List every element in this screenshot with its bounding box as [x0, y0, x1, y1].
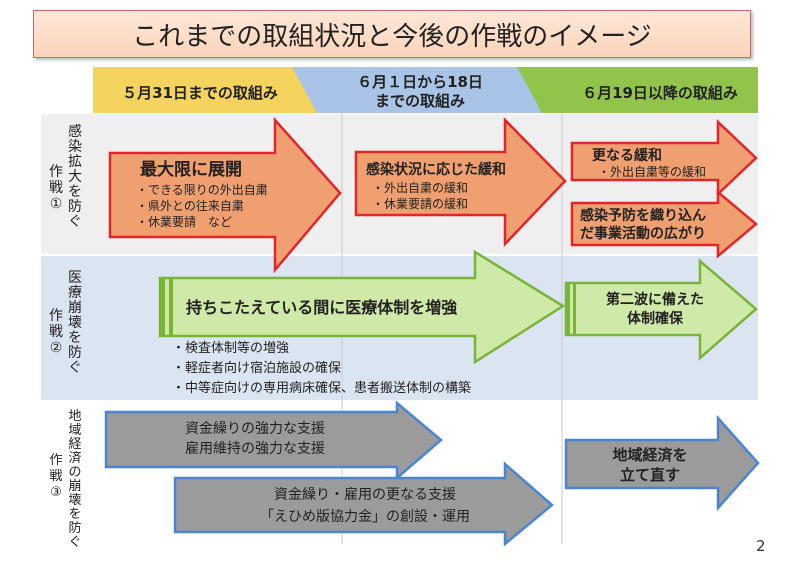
- row-3-label: 地 域 経 済 の 崩 壊 を 防 ぐ 作 戦 ③: [49, 409, 81, 550]
- arrow-further-relaxation-item-1: ・外出自粛等の緩和: [598, 165, 706, 179]
- svg-text:を: を: [68, 507, 81, 522]
- svg-text:防: 防: [68, 520, 81, 536]
- arrow-max-deployment-title: 最大限に展開: [140, 159, 242, 180]
- arrow-rebuild-economy-line-1: 地域経済を: [612, 446, 687, 464]
- arrow-max-deployment-item-2: ・県外との往来自粛: [136, 198, 244, 213]
- arrow-further-relaxation-title: 更なる緩和: [592, 147, 662, 164]
- arrow-further-support: [173, 461, 554, 547]
- svg-text:感: 感: [68, 123, 82, 140]
- arrow-second-wave-stripe-1: [567, 284, 570, 334]
- arrow-strong-support-line-2: 雇用維持の強力な支援: [185, 440, 325, 457]
- arrow-relaxation-item-1: ・外出自粛の緩和: [372, 181, 468, 195]
- svg-text:を: を: [68, 184, 82, 200]
- arrow-medical-reinforcement: [158, 249, 566, 365]
- svg-text:域: 域: [68, 423, 81, 438]
- phase-1-label: ５月31日までの取組み: [122, 84, 278, 102]
- svg-text:戦: 戦: [49, 469, 62, 484]
- phase-3-label: ６月19日以降の取組み: [582, 84, 738, 102]
- svg-text:壊: 壊: [68, 493, 81, 508]
- arrow-infection-prevention-line-1: 感染予防を織り込ん: [580, 207, 706, 224]
- page-number: 2: [756, 537, 766, 555]
- svg-text:崩: 崩: [68, 479, 81, 494]
- svg-text:を: を: [68, 330, 82, 346]
- svg-text:作: 作: [49, 164, 63, 180]
- arrow-medical-stripe-2: [169, 279, 173, 335]
- slide-title: これまでの取組状況と今後の作戦のイメージ: [33, 10, 751, 58]
- svg-text:崩: 崩: [68, 300, 82, 316]
- arrow-second-wave-line-1: 第二波に備えた: [606, 291, 704, 308]
- arrow-medical-stripe-1: [161, 279, 165, 335]
- svg-text:済: 済: [68, 450, 81, 466]
- phase-2-label-line-1: ６月１日から18日: [357, 73, 483, 91]
- svg-text:防: 防: [68, 199, 82, 215]
- arrow-strong-support: [104, 400, 443, 481]
- svg-text:①: ①: [50, 196, 63, 212]
- svg-text:②: ②: [50, 340, 63, 356]
- arrow-further-support-line-2: 「えひめ版協力金」の創設・運用: [260, 509, 470, 525]
- phase-1-header: [93, 67, 335, 113]
- phase-3-header: [517, 67, 758, 113]
- arrow-relaxation: [354, 116, 567, 248]
- medical-note-1: ・検査体制等の増強: [172, 340, 289, 356]
- svg-text:地: 地: [68, 409, 81, 424]
- svg-text:染: 染: [68, 139, 82, 155]
- arrow-max-deployment-item-3: ・休業要請 など: [136, 215, 232, 229]
- svg-text:戦: 戦: [49, 180, 63, 196]
- svg-text:経: 経: [68, 437, 81, 452]
- arrow-second-wave: [564, 258, 758, 361]
- svg-text:医: 医: [68, 270, 82, 286]
- arrow-rebuild-economy-line-2: 立て直す: [620, 466, 680, 484]
- arrow-relaxation-title: 感染状況に応じた緩和: [366, 161, 506, 178]
- svg-text:壊: 壊: [68, 315, 82, 331]
- row-1-label: 感 染 拡 大 を 防 ぐ 作 戦 ①: [49, 123, 82, 230]
- svg-text:拡: 拡: [68, 154, 82, 170]
- arrow-strong-support-line-1: 資金繰りの強力な支援: [185, 421, 325, 437]
- svg-text:作: 作: [49, 453, 62, 468]
- arrow-max-deployment-item-1: ・できる限りの外出自粛: [136, 183, 268, 197]
- svg-text:戦: 戦: [49, 324, 63, 340]
- svg-text:防: 防: [68, 345, 82, 361]
- svg-text:療: 療: [68, 284, 82, 301]
- svg-text:ぐ: ぐ: [68, 360, 82, 376]
- arrow-second-wave-line-2: 体制確保: [627, 310, 684, 327]
- arrow-rebuild-economy: [564, 414, 760, 512]
- svg-text:大: 大: [68, 169, 82, 185]
- svg-text:ぐ: ぐ: [68, 535, 81, 550]
- svg-text:③: ③: [50, 485, 62, 500]
- arrow-further-support-line-1: 資金繰り・雇用の更なる支援: [274, 486, 456, 503]
- medical-note-2: ・軽症者向け宿泊施設の確保: [172, 360, 341, 376]
- arrow-medical-reinforcement-title: 持ちこたえている間に医療体制を増強: [186, 298, 457, 317]
- arrow-second-wave-stripe-2: [573, 284, 576, 334]
- arrow-infection-prevention-line-2: だ事業活動の広がり: [580, 225, 706, 242]
- svg-text:作: 作: [49, 308, 63, 324]
- phase-2-label-line-2: までの取組み: [375, 92, 465, 110]
- phase-2-header: [292, 67, 560, 113]
- medical-note-3: ・中等症向けの専用病床確保、患者搬送体制の構築: [172, 380, 471, 396]
- arrow-further-relaxation: [570, 119, 758, 197]
- arrow-max-deployment: [108, 116, 342, 274]
- row-2-label: 医 療 崩 壊 を 防 ぐ 作 戦 ②: [49, 270, 82, 376]
- arrow-infection-prevention-business: [570, 189, 758, 259]
- arrow-relaxation-item-2: ・休業要請の緩和: [372, 197, 468, 211]
- svg-text:の: の: [68, 465, 81, 480]
- svg-text:ぐ: ぐ: [68, 214, 82, 230]
